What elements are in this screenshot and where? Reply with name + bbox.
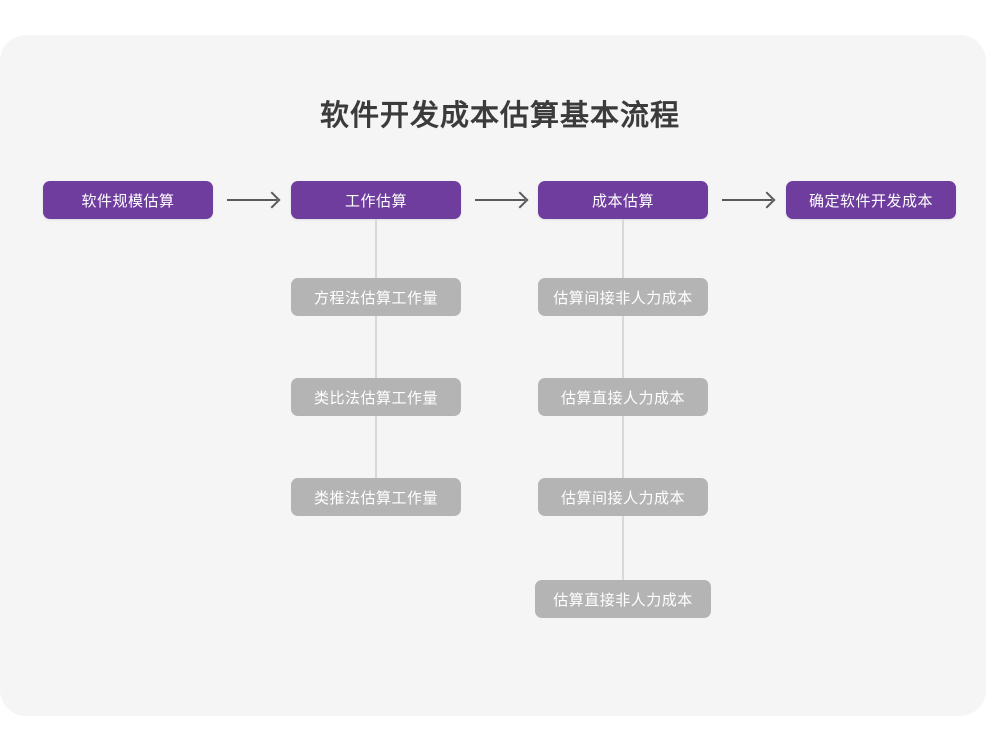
flow-node-step-1[interactable]: 软件规模估算 — [43, 181, 213, 219]
arrow-right-icon-2 — [475, 190, 529, 210]
branch-node-cost-1[interactable]: 估算间接非人力成本 — [538, 278, 708, 316]
flow-node-step-4-label: 确定软件开发成本 — [808, 192, 933, 210]
connector-cost1-to-cost2 — [622, 316, 624, 379]
flow-node-step-2[interactable]: 工作估算 — [291, 181, 461, 219]
arrow-right-icon-3 — [722, 190, 776, 210]
branch-node-cost-2[interactable]: 估算直接人力成本 — [538, 378, 708, 416]
branch-node-cost-4[interactable]: 估算直接非人力成本 — [535, 580, 711, 618]
branch-node-effort-2-label: 类比法估算工作量 — [313, 389, 438, 407]
diagram-canvas-card — [0, 35, 986, 716]
flow-node-step-2-label: 工作估算 — [344, 192, 407, 210]
page-title: 软件开发成本估算基本流程 — [319, 100, 680, 132]
branch-node-cost-3-label: 估算间接人力成本 — [560, 489, 685, 507]
branch-node-cost-4-label: 估算直接非人力成本 — [553, 591, 693, 609]
connector-effort2-to-effort3 — [375, 416, 377, 479]
connector-cost3-to-cost4 — [622, 516, 624, 580]
branch-node-effort-1[interactable]: 方程法估算工作量 — [291, 278, 461, 316]
branch-node-cost-3[interactable]: 估算间接人力成本 — [538, 478, 708, 516]
arrow-right-icon-1 — [227, 190, 281, 210]
connector-step3-to-cost1 — [622, 219, 624, 279]
branch-node-cost-1-label: 估算间接非人力成本 — [553, 289, 693, 307]
flow-node-step-3-label: 成本估算 — [591, 192, 654, 210]
branch-node-effort-3-label: 类推法估算工作量 — [313, 489, 438, 507]
connector-cost2-to-cost3 — [622, 416, 624, 479]
connector-step2-to-effort1 — [375, 219, 377, 279]
flow-node-step-3[interactable]: 成本估算 — [538, 181, 708, 219]
flow-node-step-4[interactable]: 确定软件开发成本 — [786, 181, 956, 219]
flow-node-step-1-label: 软件规模估算 — [81, 192, 175, 210]
branch-node-effort-2[interactable]: 类比法估算工作量 — [291, 378, 461, 416]
branch-node-effort-3[interactable]: 类推法估算工作量 — [291, 478, 461, 516]
connector-effort1-to-effort2 — [375, 316, 377, 379]
branch-node-effort-1-label: 方程法估算工作量 — [313, 289, 438, 307]
branch-node-cost-2-label: 估算直接人力成本 — [560, 389, 685, 407]
